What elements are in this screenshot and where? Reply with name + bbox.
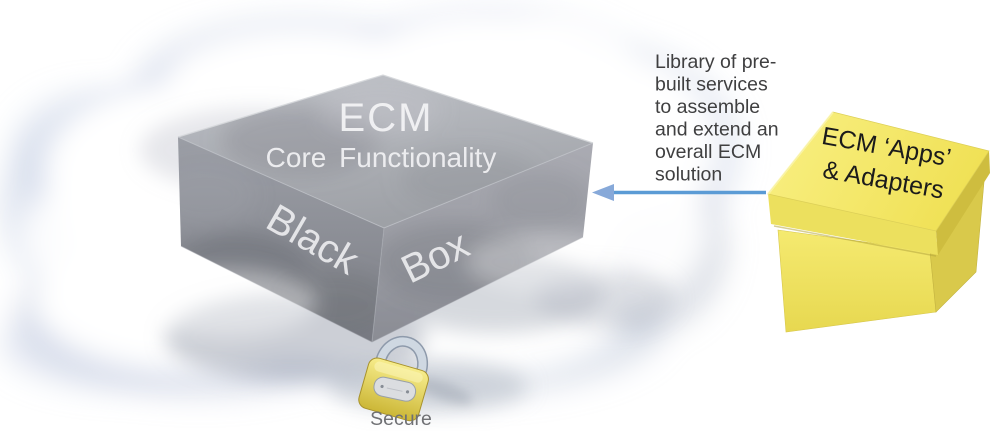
arrow-head-icon xyxy=(592,184,614,201)
annotation-block: Library of pre- built services to assemb… xyxy=(655,51,779,186)
secure-caption: Secure xyxy=(370,408,432,430)
apps-box-lid-right xyxy=(936,151,990,255)
annotation-line: solution xyxy=(655,164,722,186)
black-box-subtitle: Core Functionality xyxy=(266,142,497,173)
apps-box-lid-front xyxy=(768,194,938,255)
apps-box-graphic: ECM ‘Apps’ & Adapters xyxy=(767,111,990,333)
annotation-line: Library of pre- xyxy=(655,51,776,73)
annotation-line: and extend an xyxy=(655,119,779,141)
black-box-title: ECM xyxy=(339,96,434,140)
annotation-line: to assemble xyxy=(655,96,760,118)
annotation-line: built services xyxy=(655,74,768,96)
padlock-shadow xyxy=(415,377,473,405)
padlock-icon xyxy=(358,335,429,422)
annotation-line: overall ECM xyxy=(655,141,761,163)
black-box-graphic xyxy=(133,74,625,343)
arrow-connector xyxy=(592,184,766,201)
padlock-nameplate xyxy=(373,376,417,402)
